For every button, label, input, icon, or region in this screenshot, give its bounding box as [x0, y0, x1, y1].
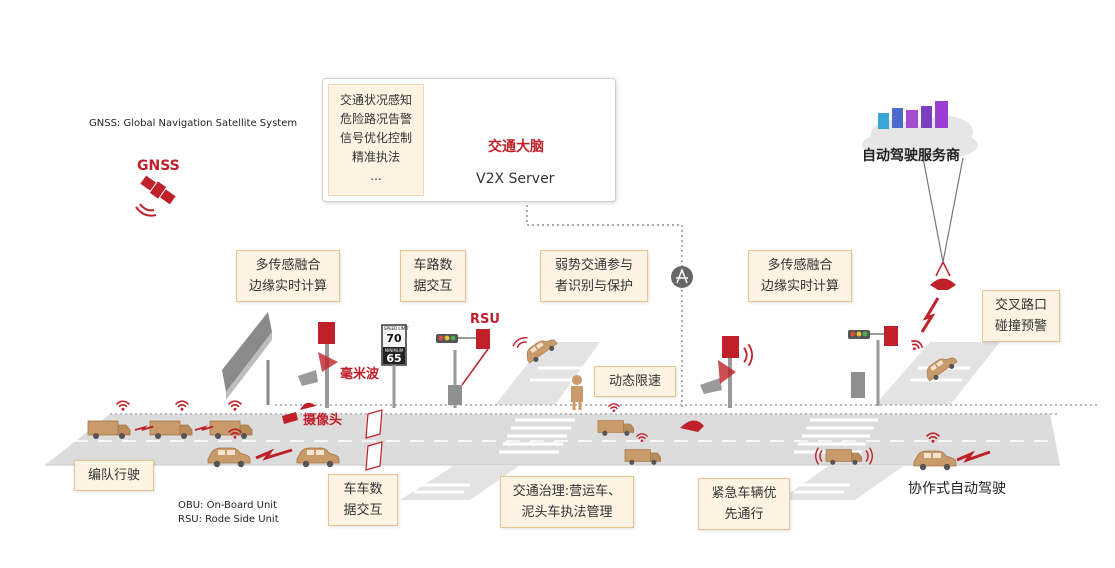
speed-sign-bottom-text: MINIMUM — [384, 348, 404, 353]
main-road — [45, 414, 1060, 465]
coop-driving-label: 协作式自动驾驶 — [908, 481, 1006, 497]
callout-v2v: 车车数 据交互 — [328, 474, 398, 526]
rsu-device-left — [476, 329, 490, 349]
server-function-list: 交通状况感知 危险路况告警 信号优化控制 精准执法 ... — [328, 84, 424, 196]
provider-cloud — [862, 101, 978, 161]
rsu-label: RSU — [470, 312, 500, 327]
callout-platoon: 编队行驶 — [74, 460, 154, 491]
obu-definition: OBU: On-Board Unit — [178, 500, 277, 511]
callout-vehicle-road: 车路数 据交互 — [400, 250, 466, 302]
obu-device-2 — [365, 441, 383, 471]
camera-device-right — [700, 378, 722, 394]
callout-emergency: 紧急车辆优 先通行 — [698, 478, 790, 530]
callout-sensor-fusion-left: 多传感融合 边缘实时计算 — [236, 250, 340, 302]
provider-antenna — [930, 278, 956, 290]
gnss-label: GNSS — [137, 158, 180, 174]
callout-dynamic-speed: 动态限速 — [594, 366, 676, 397]
function-item: 危险路况告警 — [339, 112, 412, 126]
mmwave-label: 毫米波 — [340, 367, 380, 382]
function-item: 精准执法 — [351, 150, 400, 164]
speed-min-value: 65 — [386, 352, 402, 365]
function-item: 交通状况感知 — [339, 93, 412, 107]
radar-device-left — [318, 322, 335, 344]
billboard — [222, 312, 272, 392]
callout-intersection: 交叉路口 碰撞预警 — [982, 290, 1060, 342]
function-item: ... — [370, 169, 382, 183]
pedestrian — [572, 375, 582, 385]
cross-street-left — [495, 342, 600, 405]
satellite-icon — [140, 175, 176, 205]
speed-sign-top-text: SPEED LIMIT — [384, 326, 409, 331]
camera-device-left — [298, 370, 318, 386]
rsu-definition: RSU: Rode Side Unit — [178, 514, 279, 525]
callout-traffic-governance: 交通治理:营运车、 泥头车执法管理 — [500, 476, 634, 528]
radar-device-right — [722, 336, 739, 358]
camera-icon-right — [680, 420, 704, 432]
rsu-device-right — [884, 326, 898, 346]
camera-label: 摄像头 — [303, 413, 343, 428]
callout-vulnerable: 弱势交通参与 者识别与保护 — [540, 250, 648, 302]
brain-label: 交通大脑 — [488, 139, 544, 155]
camera-icon-red — [282, 412, 298, 424]
callout-sensor-fusion-right: 多传感融合 边缘实时计算 — [748, 250, 852, 302]
provider-bolt — [920, 297, 940, 333]
speed-limit-value: 70 — [386, 332, 402, 345]
v2x-server-label: V2X Server — [476, 171, 555, 187]
service-provider-label: 自动驾驶服务商 — [862, 148, 960, 164]
obu-device-1 — [365, 409, 383, 439]
function-item: 信号优化控制 — [339, 131, 412, 145]
gnss-definition: GNSS: Global Navigation Satellite System — [89, 118, 298, 129]
